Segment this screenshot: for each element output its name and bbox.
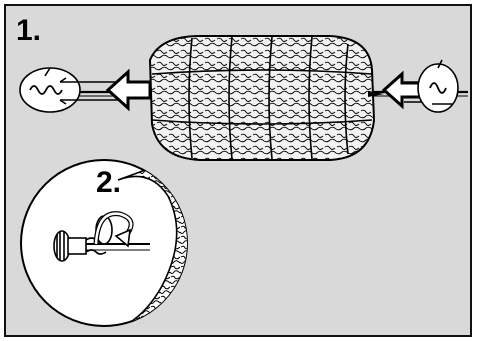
arrow-left-icon: [108, 72, 150, 108]
step-2-label: 2.: [96, 168, 121, 198]
step-1-label: 1.: [16, 16, 41, 46]
meat-roast: [150, 36, 374, 160]
